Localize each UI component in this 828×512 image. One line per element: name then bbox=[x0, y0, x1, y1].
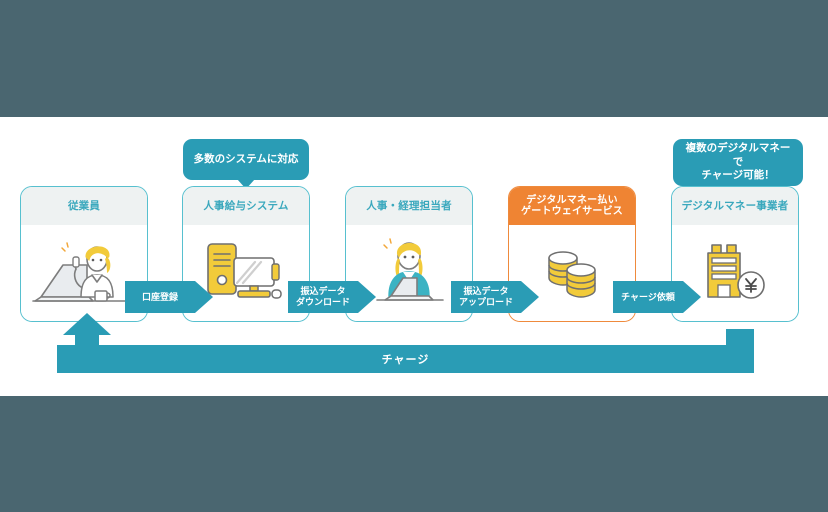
card-employee-header: 従業員 bbox=[21, 187, 147, 225]
flow-arrow-account-registration: 口座登録 bbox=[125, 281, 213, 313]
card-money-operator[interactable]: デジタルマネー事業者 bbox=[671, 186, 799, 322]
arrow-head-icon bbox=[683, 281, 701, 313]
arrow-head-icon bbox=[358, 281, 376, 313]
card-hr-payroll-title: 人事給与システム bbox=[203, 199, 289, 212]
callout-multi-money: 複数のデジタルマネーで チャージ可能！ bbox=[673, 139, 803, 186]
flow-arrow-transfer-data-upload-shaft: 振込データ アップロード bbox=[451, 281, 521, 313]
flow-arrow-charge-request: チャージ依頼 bbox=[613, 281, 701, 313]
card-hr-payroll-header: 人事給与システム bbox=[183, 187, 309, 225]
card-employee[interactable]: 従業員 bbox=[20, 186, 148, 322]
charge-return-bar: チャージ bbox=[57, 345, 754, 373]
card-money-operator-title: デジタルマネー事業者 bbox=[681, 199, 789, 212]
person-laptop-icon bbox=[376, 238, 444, 301]
desktop-computer-icon bbox=[207, 243, 282, 299]
letterbox-top bbox=[0, 0, 828, 117]
charge-return-arrow: チャージ bbox=[57, 313, 754, 373]
flow-arrow-transfer-data-download-label: 振込データ ダウンロード bbox=[295, 286, 350, 307]
flow-arrow-transfer-data-upload-label: 振込データ アップロード bbox=[458, 286, 513, 307]
coin-stack-icon bbox=[548, 251, 596, 298]
flow-arrow-transfer-data-download-shaft: 振込データ ダウンロード bbox=[288, 281, 358, 313]
arrow-head-icon bbox=[521, 281, 539, 313]
charge-return-label: チャージ bbox=[381, 354, 430, 366]
callout-multi-system: 多数のシステムに対応 bbox=[183, 139, 309, 180]
building-yen-icon bbox=[707, 244, 765, 299]
callout-multi-money-text: 複数のデジタルマネーで チャージ可能！ bbox=[685, 141, 791, 182]
flow-diagram: 多数のシステムに対応 複数のデジタルマネーで チャージ可能！ 従業員 bbox=[0, 117, 828, 396]
charge-return-stem bbox=[75, 333, 99, 357]
card-employee-title: 従業員 bbox=[67, 199, 101, 212]
flow-arrow-transfer-data-download: 振込データ ダウンロード bbox=[288, 281, 376, 313]
callout-multi-system-text: 多数のシステムに対応 bbox=[193, 152, 299, 165]
card-gateway-title: デジタルマネー払い ゲートウェイサービス bbox=[521, 194, 623, 218]
card-money-operator-header: デジタルマネー事業者 bbox=[672, 187, 798, 225]
arrow-head-up-icon bbox=[63, 313, 111, 335]
person-laptop-icon bbox=[32, 242, 126, 302]
arrow-head-icon bbox=[195, 281, 213, 313]
flow-arrow-charge-request-label: チャージ依頼 bbox=[621, 291, 675, 302]
flow-arrow-account-registration-shaft: 口座登録 bbox=[125, 281, 195, 313]
card-hr-accounting-header: 人事・経理担当者 bbox=[346, 187, 472, 225]
flow-arrow-charge-request-shaft: チャージ依頼 bbox=[613, 281, 683, 313]
card-hr-accounting-title: 人事・経理担当者 bbox=[366, 199, 452, 212]
flow-arrow-account-registration-label: 口座登録 bbox=[141, 291, 178, 302]
card-gateway-header: デジタルマネー払い ゲートウェイサービス bbox=[509, 187, 635, 225]
flow-arrow-transfer-data-upload: 振込データ アップロード bbox=[451, 281, 539, 313]
letterbox-bottom bbox=[0, 396, 828, 512]
